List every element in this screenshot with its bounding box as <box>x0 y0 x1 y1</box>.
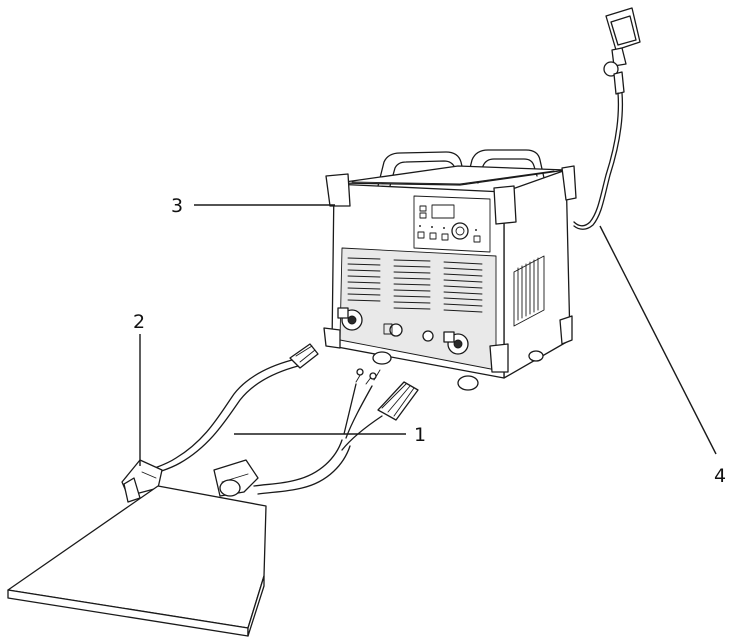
power-cable <box>573 92 624 230</box>
callout-label-4: 4 <box>714 465 726 487</box>
callout-leader-4 <box>599 225 717 455</box>
output-sockets <box>337 307 469 355</box>
callout-label-3: 3 <box>171 195 183 217</box>
workpiece-plate <box>7 485 267 637</box>
side-vents <box>513 255 545 327</box>
front-vents <box>347 257 483 313</box>
control-panel <box>413 195 491 253</box>
callout-label-2: 2 <box>133 311 145 333</box>
wheels <box>372 350 544 391</box>
power-plug <box>603 7 641 95</box>
torch-cable <box>253 368 419 495</box>
ground-cable <box>145 343 319 477</box>
welding-machine <box>323 149 577 391</box>
callout-label-1: 1 <box>414 424 426 446</box>
